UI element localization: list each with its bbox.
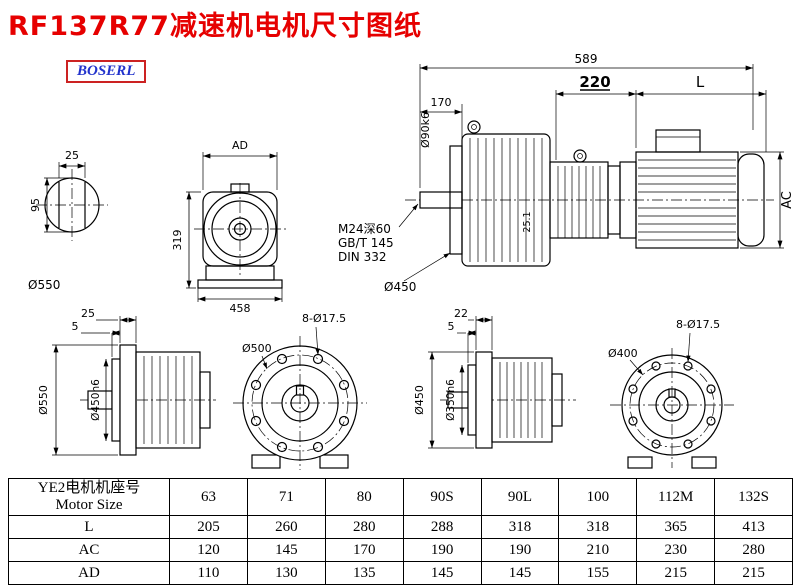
row-label: AD: [8, 561, 170, 585]
view-flange-front-large: 8-Ø17.5 Ø500: [233, 312, 367, 470]
technical-drawing: 25 95 Ø550 AD 319 458: [28, 52, 795, 470]
size-column-header: 112M: [636, 478, 716, 516]
dim-value-cell: 413: [714, 515, 793, 539]
dim-value-cell: 205: [169, 515, 248, 539]
view-gearbox-front: AD 319 458: [171, 139, 286, 315]
size-column-header: 100: [558, 478, 638, 516]
dim-ac: AC: [780, 191, 795, 209]
dim-319: 319: [171, 230, 184, 251]
dim-value-cell: 190: [402, 538, 482, 562]
dim-key-width: 25: [65, 149, 79, 162]
dim-170: 170: [431, 96, 452, 109]
row-label: L: [8, 515, 170, 539]
dim-ad: AD: [232, 139, 248, 152]
dim-value-cell: 280: [324, 515, 404, 539]
dim-value-cell: 145: [402, 561, 482, 585]
dim-value-cell: 110: [169, 561, 248, 585]
view-flange-side-large: 25 5 Ø550 Ø450h6: [37, 307, 216, 456]
note-m24: M24深60: [338, 222, 391, 236]
dim-458: 458: [230, 302, 251, 315]
dim-shaft-dia: 95: [29, 198, 42, 212]
motor-size-header-cn: YE2电机机座号: [37, 480, 141, 496]
note-holes-a: 8-Ø17.5: [302, 312, 346, 325]
note-din332: DIN 332: [338, 250, 386, 264]
dim-od-450: Ø450: [413, 385, 426, 415]
dim-value-cell: 215: [636, 561, 716, 585]
dim-value-cell: 365: [636, 515, 716, 539]
dim-value-cell: 280: [714, 538, 793, 562]
size-column-header: 71: [246, 478, 326, 516]
note-gbt145: GB/T 145: [338, 236, 394, 250]
size-column-header: 132S: [714, 478, 793, 516]
dim-220: 220: [579, 73, 610, 91]
motor-size-header-en: Motor Size: [55, 497, 123, 513]
size-column-header: 90S: [402, 478, 482, 516]
view-flange-front-small: 8-Ø17.5 Ø400: [608, 318, 734, 469]
dim-value-cell: 230: [636, 538, 716, 562]
dim-value-cell: 120: [169, 538, 248, 562]
row-label: AC: [8, 538, 170, 562]
size-column-header: 80: [324, 478, 404, 516]
note-ratio: 25.1: [522, 211, 533, 232]
dim-value-cell: 145: [246, 538, 326, 562]
view-flange-side-small: 22 5 Ø450 Ø350h6: [413, 307, 576, 449]
dim-spigot-350h6: Ø350h6: [445, 379, 457, 421]
dim-25: 25: [81, 307, 95, 320]
dim-value-cell: 155: [558, 561, 638, 585]
dim-value-cell: 130: [246, 561, 326, 585]
dim-value-cell: 260: [246, 515, 326, 539]
dim-value-cell: 145: [480, 561, 560, 585]
dim-flange-450: Ø450: [384, 280, 416, 294]
label-flange-550: Ø550: [28, 278, 60, 292]
dim-L: L: [696, 73, 705, 91]
dim-od-550: Ø550: [37, 385, 50, 415]
dim-value-cell: 135: [324, 561, 404, 585]
dim-shaft-dia-90k6: Ø90k6: [419, 112, 432, 148]
dim-5a: 5: [72, 320, 79, 333]
view-assembly-side: 589 220 L 170 Ø90k6 M24深60 GB/T 145 DIN …: [338, 52, 795, 294]
dim-value-cell: 318: [480, 515, 560, 539]
dim-value-cell: 170: [324, 538, 404, 562]
size-column-header: 63: [169, 478, 248, 516]
dim-22: 22: [454, 307, 468, 320]
page-title: RF137R77减速机电机尺寸图纸: [8, 11, 422, 42]
dim-bc-400: Ø400: [608, 347, 638, 360]
dim-589: 589: [575, 52, 598, 66]
dim-5b: 5: [448, 320, 455, 333]
boserl-logo: BOSERL: [66, 60, 147, 83]
dim-value-cell: 215: [714, 561, 793, 585]
motor-size-header-cell: YE2电机机座号 Motor Size: [8, 478, 170, 516]
dim-value-cell: 318: [558, 515, 638, 539]
dim-value-cell: 288: [402, 515, 482, 539]
size-column-header: 90L: [480, 478, 560, 516]
view-shaft-section: 25 95 Ø550: [28, 149, 108, 292]
dim-bc-500: Ø500: [242, 342, 272, 355]
dim-value-cell: 210: [558, 538, 638, 562]
note-holes-b: 8-Ø17.5: [676, 318, 720, 331]
dim-value-cell: 190: [480, 538, 560, 562]
dim-spigot-450h6: Ø450h6: [90, 379, 102, 421]
